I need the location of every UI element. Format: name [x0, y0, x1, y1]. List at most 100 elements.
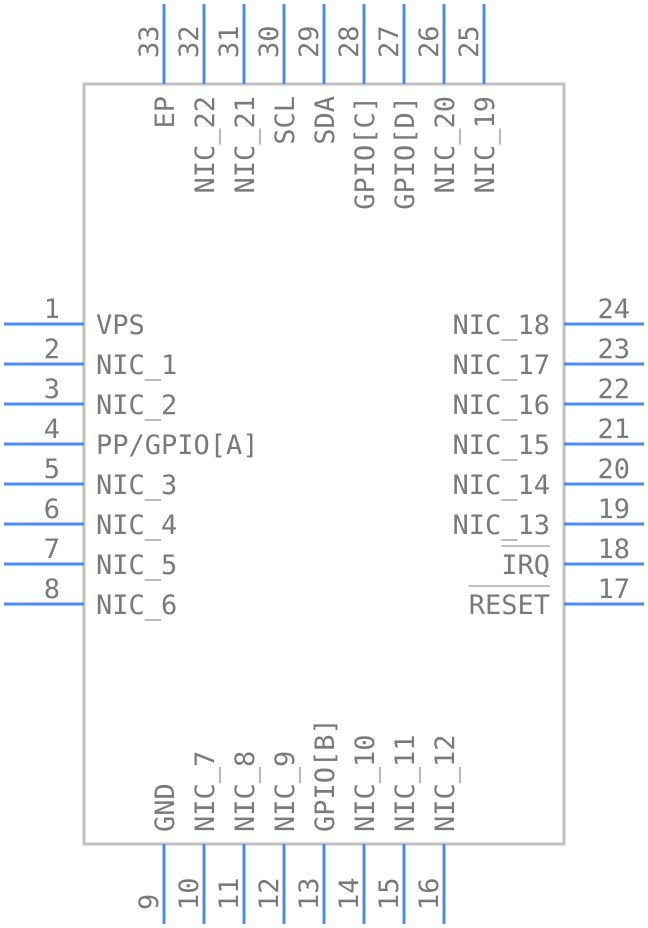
pin-label-nic-1: NIC_1	[96, 350, 177, 381]
pin-32-number: 32	[174, 25, 205, 58]
pin-label-nic-21: NIC_21	[230, 96, 261, 194]
pin-label-gnd: GND	[150, 783, 181, 832]
pin-13: 13 GPIO[B]	[294, 718, 341, 924]
pin-label-nic-14: NIC_14	[452, 470, 550, 501]
pin-16-number: 16	[414, 877, 445, 910]
pin-10-number: 10	[174, 877, 205, 910]
pin-label-nic-7: NIC_7	[190, 751, 221, 832]
pin-label-nic-10: NIC_10	[350, 734, 381, 832]
pin-9-number: 9	[134, 894, 165, 910]
pin-label-nic-4: NIC_4	[96, 510, 177, 541]
pin-28-number: 28	[334, 25, 365, 58]
pin-1-number: 1	[44, 294, 60, 325]
pin-31-number: 31	[214, 25, 245, 58]
pin-label-nic-12: NIC_12	[430, 734, 461, 832]
pin-19-number: 19	[597, 494, 630, 525]
pin-15-number: 15	[374, 877, 405, 910]
pin-label-irq: IRQ	[501, 550, 550, 581]
pin-label-reset: RESET	[469, 590, 550, 621]
pin-label-ep: EP	[150, 96, 181, 129]
pin-label-nic-16: NIC_16	[452, 390, 550, 421]
pins-layer: 1VPS2NIC_13NIC_24PP/GPIO[A]5NIC_36NIC_47…	[4, 4, 644, 924]
pin-29-number: 29	[294, 25, 325, 58]
pin-4-number: 4	[44, 414, 60, 445]
pin-label-pp-gpio-a: PP/GPIO[A]	[96, 430, 259, 461]
pin-6-number: 6	[44, 494, 60, 525]
pin-12: 12 NIC_9	[254, 751, 301, 924]
pin-label-nic-8: NIC_8	[230, 751, 261, 832]
pin-10: 10 NIC_7	[174, 751, 221, 924]
pin-label-nic-9: NIC_9	[270, 751, 301, 832]
pin-label-nic-5: NIC_5	[96, 550, 177, 581]
pin-23-number: 23	[597, 334, 630, 365]
pin-label-nic-6: NIC_6	[96, 590, 177, 621]
pin-14: 14 NIC_10	[334, 734, 381, 924]
pin-11: 11 NIC_8	[214, 751, 261, 924]
pin-label-nic-15: NIC_15	[452, 430, 550, 461]
pin-label-nic-3: NIC_3	[96, 470, 177, 501]
pin-4: 4PP/GPIO[A]	[4, 414, 259, 461]
pin-label-vps: VPS	[96, 310, 145, 341]
pin-26-number: 26	[414, 25, 445, 58]
pin-label-sda: SDA	[310, 96, 341, 145]
pin-7-number: 7	[44, 534, 60, 565]
pin-8-number: 8	[44, 574, 60, 605]
pin-label-nic-2: NIC_2	[96, 390, 177, 421]
pin-label-scl: SCL	[270, 96, 301, 145]
pin-label-nic-13: NIC_13	[452, 510, 550, 541]
pin-24-number: 24	[597, 294, 630, 325]
pin-27-number: 27	[374, 25, 405, 58]
pin-label-nic-19: NIC_19	[470, 96, 501, 194]
pin-12-number: 12	[254, 877, 285, 910]
pin-25-number: 25	[454, 25, 485, 58]
pin-label-nic-17: NIC_17	[452, 350, 550, 381]
pin-5-number: 5	[44, 454, 60, 485]
pin-16: 16 NIC_12	[414, 734, 461, 924]
pin-21-number: 21	[597, 414, 630, 445]
pin-label-gpio-b: GPIO[B]	[310, 718, 341, 832]
pin-11-number: 11	[214, 877, 245, 910]
pin-3-number: 3	[44, 374, 60, 405]
pin-14-number: 14	[334, 877, 365, 910]
pin-label-nic-20: NIC_20	[430, 96, 461, 194]
pin-13-number: 13	[294, 877, 325, 910]
pin-15: 15 NIC_11	[374, 734, 421, 924]
pin-33-number: 33	[134, 25, 165, 58]
pin-22-number: 22	[597, 374, 630, 405]
pin-18-number: 18	[597, 534, 630, 565]
pin-label-nic-22: NIC_22	[190, 96, 221, 194]
pin-label-gpio-d: GPIO[D]	[390, 96, 421, 210]
pin-9: 9 GND	[134, 783, 181, 924]
pin-label-nic-18: NIC_18	[452, 310, 550, 341]
pin-label-nic-11: NIC_11	[390, 734, 421, 832]
pin-30-number: 30	[254, 25, 285, 58]
pin-20-number: 20	[597, 454, 630, 485]
pin-17-number: 17	[597, 574, 630, 605]
pin-2-number: 2	[44, 334, 60, 365]
